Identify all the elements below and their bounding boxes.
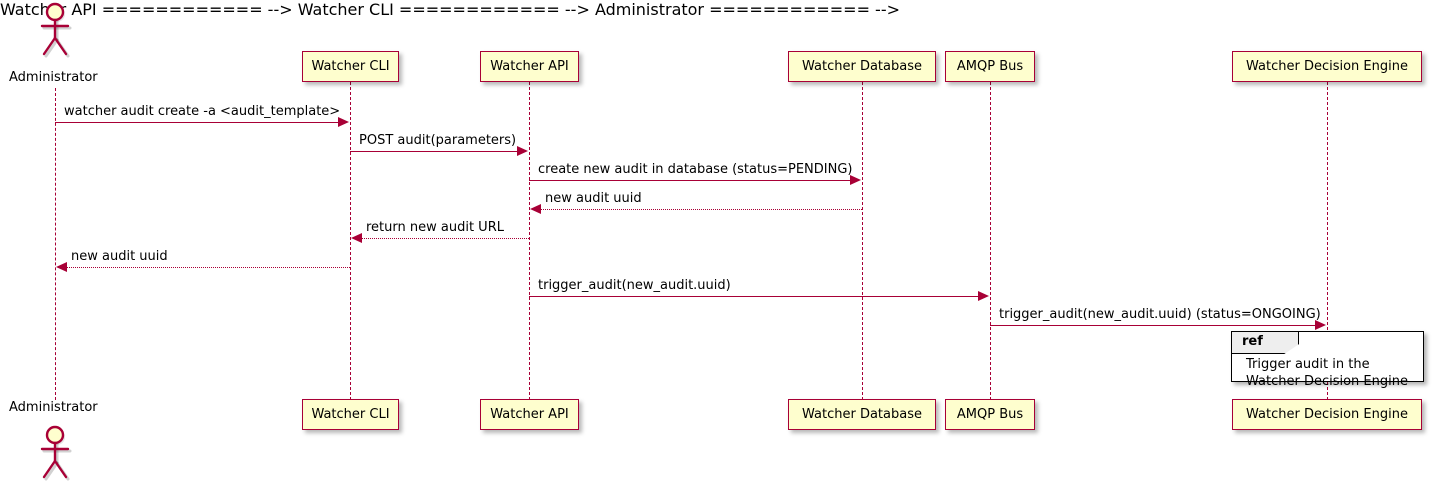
arrow-head-2 — [517, 146, 528, 156]
stick-figure-icon — [40, 2, 72, 58]
message-line-5 — [362, 238, 529, 239]
ref-fragment-tab — [1232, 332, 1299, 354]
arrow-head-7 — [978, 291, 989, 301]
arrow-head-1 — [338, 117, 349, 127]
ref-fragment-line-2: Watcher Decision Engine — [1246, 374, 1408, 389]
participant-label: Watcher API — [490, 59, 569, 74]
message-line-8 — [990, 325, 1316, 326]
actor-administrator-top — [34, 2, 76, 58]
ref-fragment-line-1: Trigger audit in the — [1246, 357, 1370, 372]
participant-watcher-database-bottom[interactable]: Watcher Database — [788, 399, 936, 430]
participant-label: Watcher Decision Engine — [1246, 59, 1408, 74]
message-line-4 — [541, 209, 862, 210]
participant-label: Watcher Database — [802, 59, 922, 74]
participant-amqp-bus-top[interactable]: AMQP Bus — [945, 51, 1035, 82]
participant-label: Watcher Decision Engine — [1246, 407, 1408, 422]
message-label-7: trigger_audit(new_audit.uuid) — [538, 278, 731, 293]
participant-watcher-database-top[interactable]: Watcher Database — [788, 51, 936, 82]
lifeline-amqp-bus — [990, 82, 991, 400]
lifeline-watcher-cli — [350, 82, 351, 400]
participant-watcher-decision-engine-bottom[interactable]: Watcher Decision Engine — [1232, 399, 1422, 430]
participant-label: Watcher API — [490, 407, 569, 422]
participant-label: AMQP Bus — [956, 407, 1024, 422]
message-line-2 — [350, 151, 518, 152]
participant-watcher-api-bottom[interactable]: Watcher API — [480, 399, 579, 430]
message-label-6: new audit uuid — [71, 249, 168, 264]
message-label-5: return new audit URL — [366, 220, 504, 235]
stick-figure-icon — [40, 425, 72, 481]
arrow-head-8 — [1315, 320, 1326, 330]
actor-label-administrator-top: Administrator — [9, 70, 98, 85]
lifeline-watcher-database — [862, 82, 863, 400]
arrow-head-5 — [351, 233, 362, 243]
message-line-1 — [55, 122, 339, 123]
ref-fragment-tab-label: ref — [1242, 334, 1263, 349]
participant-label: Watcher Database — [802, 407, 922, 422]
participant-watcher-decision-engine-top[interactable]: Watcher Decision Engine — [1232, 51, 1422, 82]
participant-watcher-cli-bottom[interactable]: Watcher CLI — [302, 399, 399, 430]
message-line-7 — [529, 296, 979, 297]
arrow-head-3 — [850, 175, 861, 185]
message-label-4: new audit uuid — [545, 191, 642, 206]
lifeline-administrator — [55, 88, 56, 400]
participant-watcher-cli-top[interactable]: Watcher CLI — [302, 51, 399, 82]
participant-label: AMQP Bus — [956, 59, 1024, 74]
arrow-head-4 — [530, 204, 541, 214]
actor-administrator-bottom — [34, 425, 76, 481]
message-label-3: create new audit in database (status=PEN… — [538, 162, 853, 177]
message-label-2: POST audit(parameters) — [359, 133, 517, 148]
message-line-3 — [529, 180, 851, 181]
message-label-8: trigger_audit(new_audit.uuid) (status=ON… — [999, 307, 1321, 322]
participant-label: Watcher CLI — [311, 407, 390, 422]
participant-watcher-api-top[interactable]: Watcher API — [480, 51, 579, 82]
actor-label-administrator-bottom: Administrator — [9, 400, 98, 415]
participant-label: Watcher CLI — [311, 59, 390, 74]
lifeline-watcher-decision-engine — [1327, 82, 1328, 400]
message-label-1: watcher audit create -a <audit_template> — [64, 104, 341, 119]
participant-amqp-bus-bottom[interactable]: AMQP Bus — [945, 399, 1035, 430]
lifeline-watcher-api — [529, 82, 530, 400]
message-line-6 — [67, 267, 350, 268]
ref-fragment: ref Trigger audit in the Watcher Decisio… — [1231, 331, 1424, 389]
arrow-head-6 — [56, 262, 67, 272]
